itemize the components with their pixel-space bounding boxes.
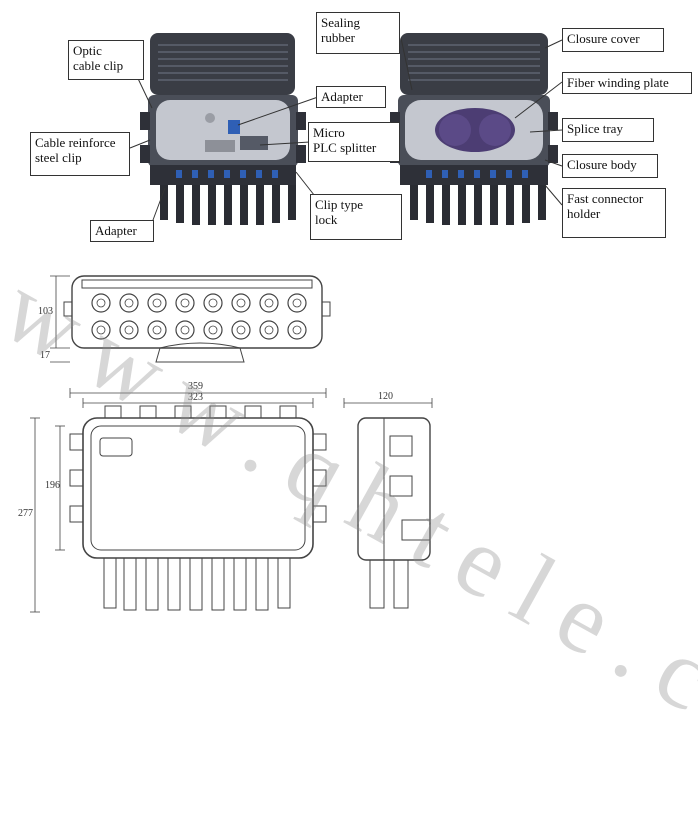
callout-adapter-top: Adapter (316, 86, 386, 108)
right-closure-photo (390, 33, 558, 225)
callout-cable-reinforce-steel-clip: Cable reinforce steel clip (30, 132, 130, 176)
callout-optic-cable-clip: Optic cable clip (68, 40, 144, 80)
dim-196: 196 (45, 480, 60, 491)
callout-fast-connector-holder: Fast connector holder (562, 188, 666, 238)
dim-103: 103 (38, 306, 53, 317)
callout-sealing-rubber: Sealing rubber (316, 12, 400, 54)
plan-view-drawing (30, 388, 327, 613)
dim-120: 120 (378, 391, 393, 402)
dim-277: 277 (18, 508, 33, 519)
front-view-drawing (50, 275, 331, 363)
callout-micro-plc-splitter: Micro PLC splitter (308, 122, 400, 162)
callout-adapter-left: Adapter (90, 220, 154, 242)
dim-17: 17 (40, 350, 50, 361)
side-view-drawing (343, 398, 433, 609)
callout-closure-cover: Closure cover (562, 28, 664, 52)
callout-clip-type-lock: Clip type lock (310, 194, 402, 240)
callout-splice-tray: Splice tray (562, 118, 654, 142)
dim-359: 359 (188, 381, 203, 392)
left-closure-photo (140, 33, 306, 225)
callout-closure-body: Closure body (562, 154, 658, 178)
diagram-stage: 103 17 359 323 196 277 120 Optic cable c… (0, 12, 698, 826)
diagram-drawing: 103 17 359 323 196 277 120 (18, 33, 563, 613)
dim-323: 323 (188, 392, 203, 403)
callout-fiber-winding-plate: Fiber winding plate (562, 72, 692, 94)
